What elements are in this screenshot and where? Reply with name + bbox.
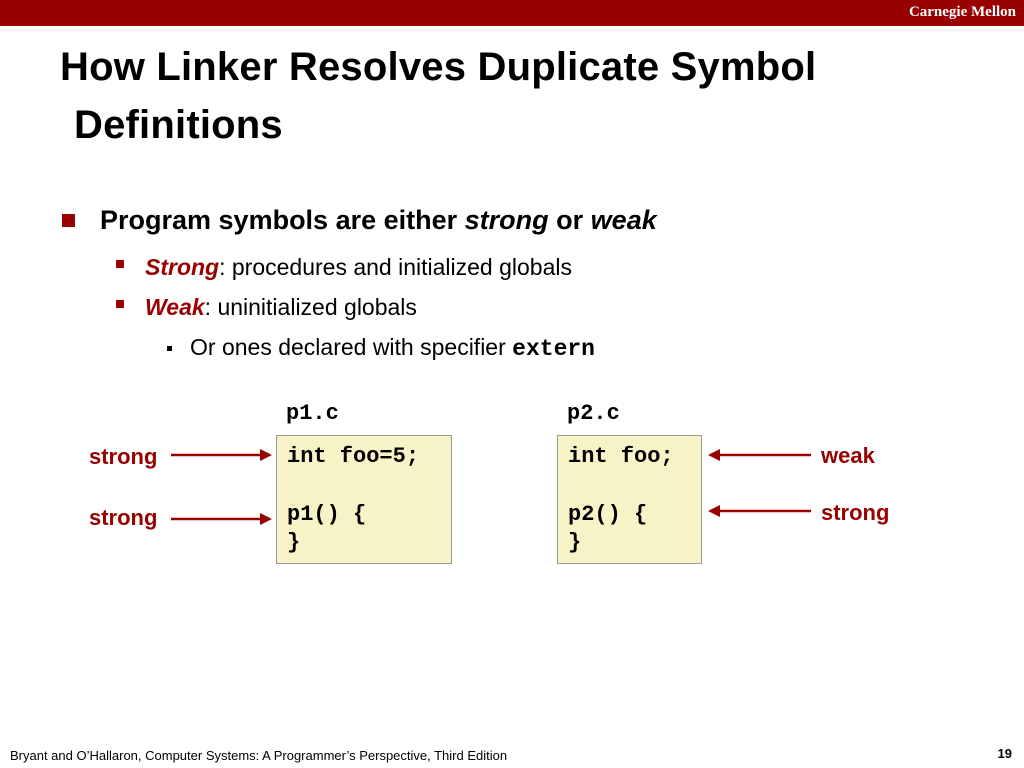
weak-term: Weak	[145, 294, 205, 320]
bullet-square-icon	[62, 214, 75, 227]
label-p1-foo: strong	[89, 444, 158, 469]
bullet-main-weak: weak	[590, 205, 657, 235]
sub-bullet-strong: Strong: procedures and initialized globa…	[145, 254, 572, 281]
weak-desc: : uninitialized globals	[204, 294, 417, 320]
sub-bullet-square-icon	[116, 300, 124, 308]
label-p1-func: strong	[89, 505, 158, 530]
page-number: 19	[997, 746, 1012, 761]
code-line: }	[568, 530, 582, 555]
extern-keyword: extern	[512, 336, 595, 362]
brand-label: Carnegie Mellon	[908, 4, 1016, 20]
code-line: }	[287, 530, 301, 555]
strong-term: Strong	[145, 254, 220, 280]
top-bar: Carnegie Mellon	[0, 0, 1024, 26]
bullet-main: Program symbols are either strong or wea…	[100, 205, 657, 236]
bullet-main-mid: or	[548, 205, 591, 235]
code-line: int foo=5;	[287, 444, 420, 469]
arrowhead-icon	[260, 513, 272, 525]
title-line-2: Definitions	[74, 103, 283, 147]
code-line: p1() {	[287, 502, 367, 527]
file-name-p2: p2.c	[567, 401, 620, 426]
bullet-main-prefix: Program symbols are either	[100, 205, 465, 235]
bullet-main-strong: strong	[464, 205, 549, 235]
strong-desc: : procedures and initialized globals	[219, 254, 572, 280]
file-name-p1: p1.c	[286, 401, 339, 426]
code-line: int foo;	[568, 444, 674, 469]
label-p2-func: strong	[821, 500, 890, 525]
extern-desc: Or ones declared with specifier	[190, 334, 513, 360]
footer-citation: Bryant and O’Hallaron, Computer Systems:…	[10, 748, 508, 763]
title-line-1: How Linker Resolves Duplicate Symbol	[60, 45, 817, 89]
sub-bullet-weak: Weak: uninitialized globals	[145, 294, 417, 321]
code-line: p2() {	[568, 502, 648, 527]
arrowhead-icon	[708, 449, 720, 461]
code-box-p2: int foo; p2() { }	[557, 435, 702, 564]
sub-bullet-square-icon	[116, 260, 124, 268]
sub-sub-bullet-icon	[167, 346, 172, 351]
arrowhead-icon	[260, 449, 272, 461]
code-box-p1: int foo=5; p1() { }	[276, 435, 452, 564]
label-p2-foo: weak	[821, 443, 875, 468]
arrowhead-icon	[708, 505, 720, 517]
sub-sub-bullet-extern: Or ones declared with specifier extern	[190, 334, 595, 362]
slide-title: How Linker Resolves Duplicate Symbol Def…	[60, 38, 816, 154]
